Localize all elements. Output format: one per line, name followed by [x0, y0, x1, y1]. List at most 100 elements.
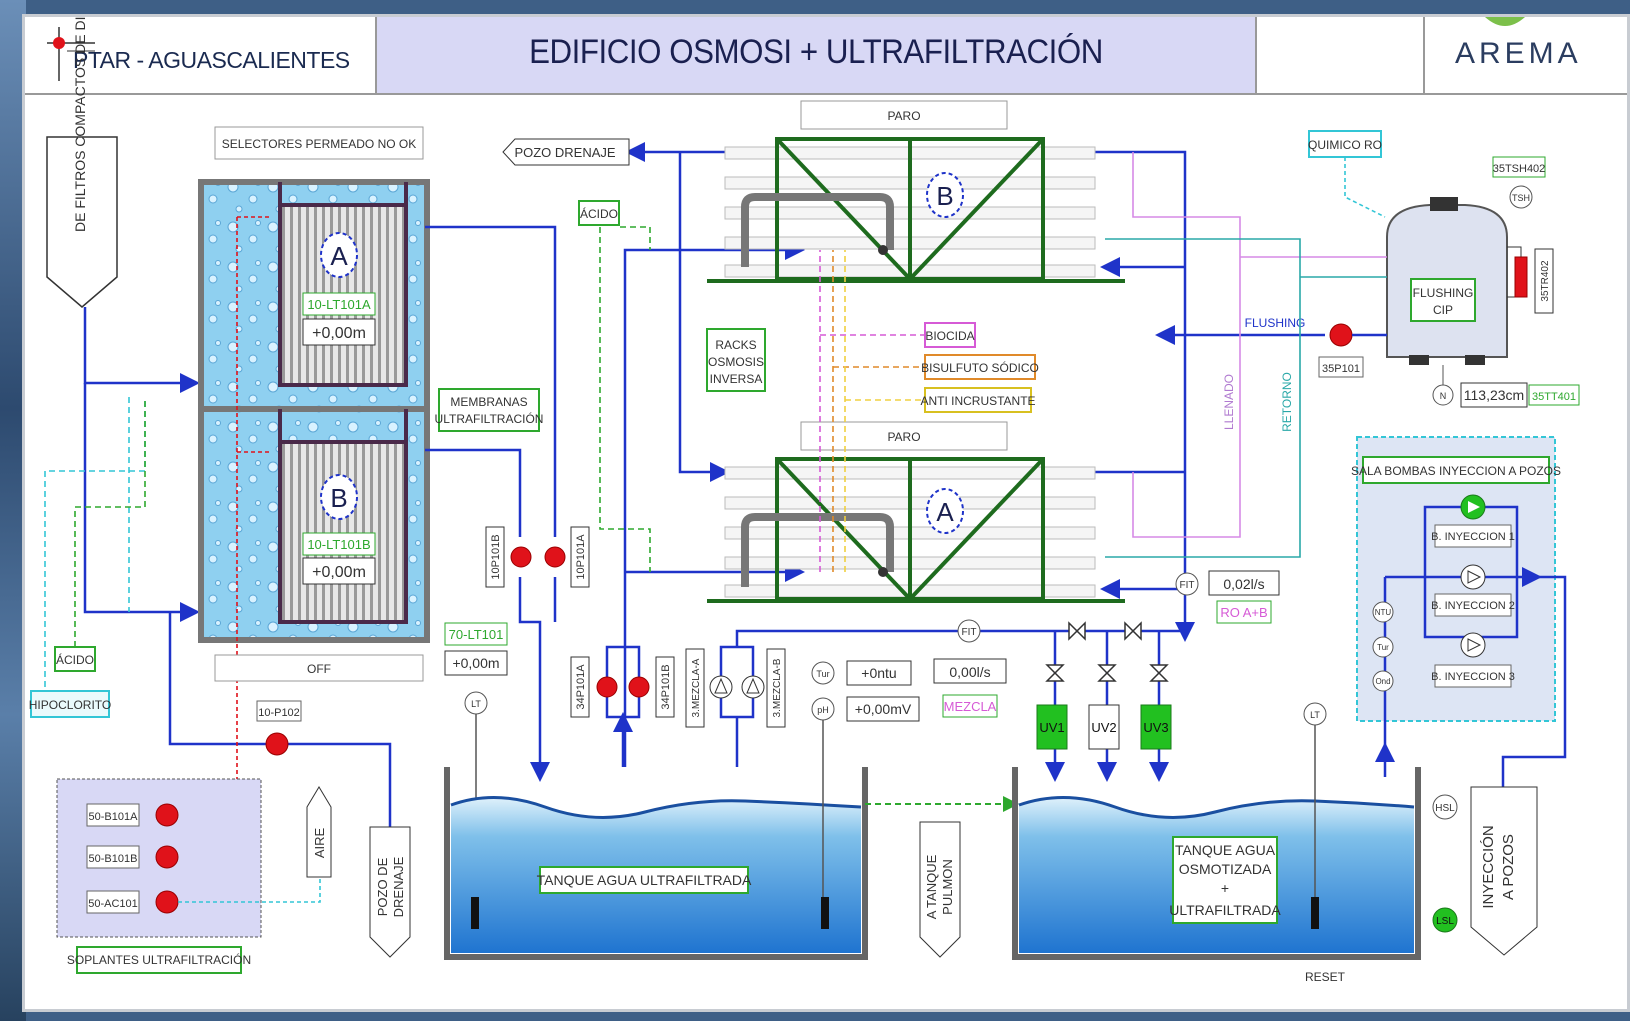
injection-pump-3-icon[interactable] — [1460, 632, 1486, 658]
ro-tank-probe — [1311, 897, 1319, 929]
tt401-tag — [1528, 384, 1580, 406]
selectores-box[interactable] — [214, 126, 424, 160]
arema-leaf-icon — [1485, 17, 1525, 26]
racks-label-2: OSMOSIS — [708, 355, 764, 369]
crosshair-logo-icon — [47, 27, 95, 81]
header-logo-cell: AREMA — [1425, 17, 1630, 93]
plant-name: PTAR - AGUASCALIENTES — [73, 47, 350, 73]
uv2-unit[interactable] — [1088, 704, 1120, 750]
uv1-unit[interactable] — [1036, 704, 1068, 750]
ntu-icon[interactable] — [1372, 601, 1394, 623]
pozo-drenaje-label-2: DRENAJE — [391, 856, 406, 917]
paro-bottom-button[interactable] — [800, 421, 1008, 451]
turbidity-icon[interactable] — [811, 661, 835, 685]
fit1-icon[interactable] — [1175, 572, 1199, 596]
lsl-icon[interactable] — [1432, 907, 1458, 933]
uv3-unit[interactable] — [1140, 704, 1172, 750]
header-brand-cell: PTAR - AGUASCALIENTES — [25, 17, 377, 93]
valve-uv1-icon[interactable] — [1045, 664, 1065, 682]
pump-34p101a-icon[interactable] — [596, 676, 618, 698]
injection-b3-label: B. INYECCION 3 — [1431, 671, 1515, 683]
ro-rack-b — [707, 137, 1125, 283]
inj-tur-icon[interactable] — [1372, 636, 1394, 658]
bisulfito-tag — [924, 354, 1036, 380]
acid-label-left: ÁCIDO — [56, 652, 94, 667]
valve-uv2-icon[interactable] — [1097, 664, 1117, 682]
valve-uv3-icon[interactable] — [1149, 664, 1169, 682]
injection-b3-tag — [1434, 664, 1512, 688]
filter-label: DE FILTROS COMPACTOS DE DISCOS — [72, 17, 88, 232]
quimico-label: QUIMICO RO — [1308, 138, 1382, 152]
pump-label-2: 10P101A — [575, 534, 587, 580]
rack-a-letter: A — [936, 497, 954, 527]
fit2-value-box — [933, 658, 1007, 684]
ond-icon[interactable] — [1372, 670, 1394, 692]
acid-tag-left — [54, 646, 96, 672]
hipoclorito-label: HIPOCLORITO — [29, 698, 111, 712]
rack-b-letter: B — [936, 181, 953, 211]
membranas-tag — [438, 388, 540, 432]
injection-pump-2-icon[interactable] — [1460, 564, 1486, 590]
header-title-cell: EDIFICIO OSMOSI + ULTRAFILTRACIÓN — [377, 17, 1257, 93]
pump-10p101b-icon[interactable] — [510, 546, 532, 568]
ph-value: +0,00mV — [855, 701, 912, 717]
pump-10p101a-icon[interactable] — [544, 546, 566, 568]
hipoclorito-tag — [30, 690, 110, 718]
cip-return-lines — [1105, 152, 1387, 558]
ond-label: Ond — [1375, 677, 1390, 686]
blower-3-icon[interactable] — [155, 890, 179, 914]
off-button[interactable] — [214, 654, 424, 682]
uf-tank-probe-2 — [821, 897, 829, 929]
quimico-tag — [1308, 130, 1382, 158]
acid-tag-ro — [578, 200, 620, 226]
valve-1-icon[interactable] — [1068, 621, 1086, 641]
aire-label: AIRE — [312, 828, 327, 859]
uf-a-letter: A — [330, 241, 348, 271]
pump-35p101-icon[interactable] — [1329, 323, 1353, 347]
injection-title: SALA BOMBAS INYECCION A POZOS — [1351, 464, 1561, 478]
ph-value-box — [846, 696, 920, 722]
heater-icon[interactable] — [1514, 256, 1528, 298]
paro-top-button[interactable] — [800, 100, 1008, 130]
lt101b-label: 10-LT101B — [307, 537, 370, 552]
uv1-label: UV1 — [1039, 720, 1064, 735]
inj-tur-label: Tur — [1377, 643, 1389, 652]
process-diagram: DE FILTROS COMPACTOS DE DISCOS ÁCIDO HIP… — [29, 17, 1580, 984]
pump-34p101b-icon[interactable] — [628, 676, 650, 698]
tsh-tag — [1492, 156, 1546, 178]
reset-label[interactable]: RESET — [1305, 970, 1346, 984]
bisulfito-label: BISULFUTO SÓDICO — [921, 360, 1039, 375]
hsl-icon[interactable] — [1432, 794, 1458, 820]
tur-value-box — [846, 660, 912, 686]
p34b-label: 34P101B — [660, 664, 672, 709]
pozos-label-2: A POZOS — [1500, 834, 1517, 900]
ro-rack-a — [707, 457, 1125, 603]
llenado-label: LLENADO — [1222, 374, 1236, 430]
blower-2-icon[interactable] — [155, 845, 179, 869]
anti-tag — [924, 387, 1032, 413]
ro-tank-label-4: ULTRAFILTRADA — [1169, 902, 1281, 918]
tsh-icon[interactable] — [1509, 185, 1533, 209]
racks-tag — [706, 328, 766, 392]
mez-a-label: 3.MEZCLA-A — [691, 658, 702, 717]
fit1-value: 0,02l/s — [1223, 576, 1264, 592]
biocida-label: BIOCIDA — [925, 329, 974, 343]
pump-10p102-icon[interactable] — [265, 732, 289, 756]
lt70-tag — [444, 622, 508, 646]
level-n-label: N — [1440, 391, 1447, 401]
racks-label-1: RACKS — [715, 338, 756, 352]
uf-tank-probe-1 — [471, 897, 479, 929]
valve-2-icon[interactable] — [1124, 621, 1142, 641]
fit2-icon[interactable] — [957, 619, 981, 643]
blower-1-icon[interactable] — [155, 803, 179, 827]
lt101a-value-box — [302, 318, 376, 346]
flushing-cip-label-1: FLUSHING — [1413, 286, 1474, 300]
pozos-label-1: INYECCIÓN — [1480, 825, 1497, 908]
lt-ro-label: LT — [1310, 710, 1320, 720]
tt401-label: 35TT401 — [1532, 391, 1576, 403]
tsh-tag-label: 35TSH402 — [1493, 163, 1546, 175]
flushing-line-label: FLUSHING — [1245, 316, 1306, 330]
ntu-label: NTU — [1375, 608, 1392, 617]
aire-arrow-shape — [306, 786, 332, 878]
acid-label-ro: ÁCIDO — [580, 206, 618, 221]
